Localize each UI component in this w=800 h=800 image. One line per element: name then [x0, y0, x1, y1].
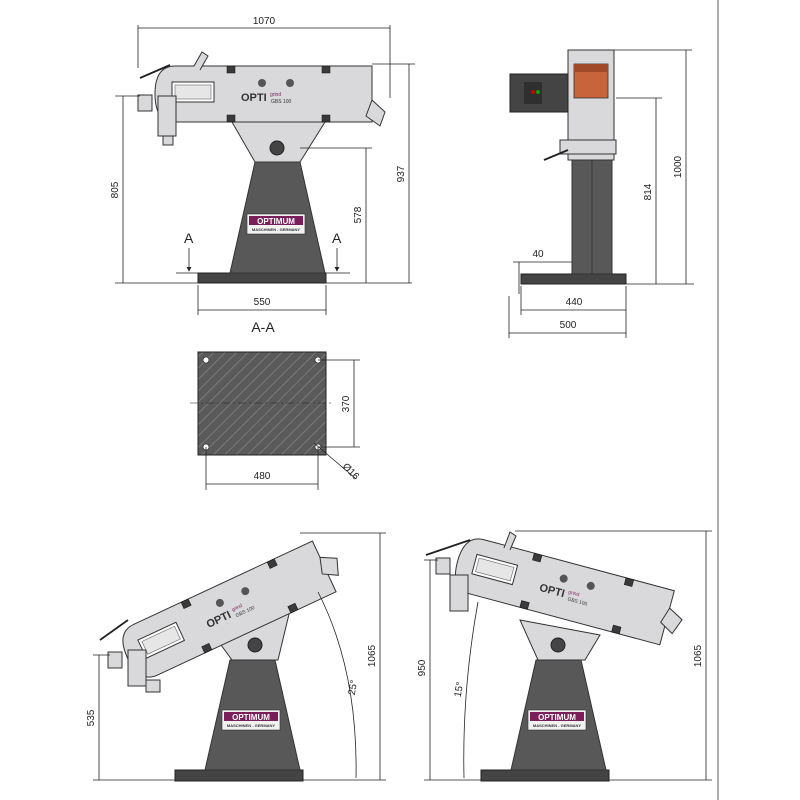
tilted-view-15: OPTIMUM MASCHINEN - GERMANY OPTI grind G… — [417, 530, 712, 782]
front-belt-guard — [157, 95, 177, 137]
dim-side-overall: 1000 — [673, 155, 684, 178]
tilt15-brand-model: GBS 100 — [567, 596, 588, 607]
tilt15-brand-grind: grind — [568, 589, 581, 598]
side-base-plate — [520, 273, 627, 285]
dim-tilt15-low: 950 — [417, 659, 428, 676]
dim-tilt15-angle: 15° — [453, 681, 466, 698]
section-base-plate — [197, 351, 327, 456]
tilt15-nameplate: OPTIMUM MASCHINEN - GERMANY — [527, 709, 587, 731]
tilt25-plate-title: OPTIMUM — [232, 713, 270, 722]
tilt15-plate-subtitle: MASCHINEN - GERMANY — [533, 723, 582, 728]
dim-height-overall: 937 — [396, 165, 407, 182]
tilt25-plate-subtitle: MASCHINEN - GERMANY — [227, 723, 276, 728]
section-hole — [202, 356, 210, 364]
front-outlet — [365, 99, 386, 127]
side-table — [559, 139, 617, 155]
front-view: OPTIMUM MASCHINEN - GERMANY OPTI grind G… — [110, 16, 415, 315]
side-view: 1000 814 40 440 500 — [508, 49, 694, 338]
tilt15-base-plate — [480, 769, 610, 782]
tilt25-brand-grind: grind — [231, 603, 244, 613]
section-title: A-A — [251, 319, 275, 335]
dim-side-axis: 814 — [643, 183, 654, 200]
dim-height-table: 578 — [353, 206, 364, 223]
dim-base-inner: 440 — [566, 297, 583, 308]
dim-base-outer: 500 — [560, 320, 577, 331]
tilt25-base-plate — [174, 769, 304, 782]
dim-tilt25-overall: 1065 — [367, 644, 378, 667]
section-marker-right: A — [332, 230, 342, 246]
dim-tilt25-angle: 25° — [347, 679, 360, 696]
section-view: A-A 370 480 Ø16 — [190, 319, 361, 490]
front-brand-grind: grind — [270, 92, 281, 98]
dim-tilt25-low: 535 — [86, 709, 97, 726]
front-base-plate — [197, 272, 327, 284]
section-marker-left: A — [184, 230, 194, 246]
front-nameplate: OPTIMUM MASCHINEN - GERMANY — [246, 213, 306, 235]
tilted-view-25: OPTIMUM MASCHINEN - GERMANY OPTI grind G… — [86, 532, 386, 782]
dim-tilt15-overall: 1065 — [693, 644, 704, 667]
side-lever — [543, 149, 569, 161]
front-plate-subtitle: MASCHINEN - GERMANY — [252, 227, 301, 232]
front-tension-lever — [139, 64, 171, 79]
dim-base-width: 550 — [254, 297, 271, 308]
dim-hole-diameter: Ø16 — [340, 461, 361, 482]
dim-section-depth: 370 — [341, 395, 352, 412]
tilt25-nameplate: OPTIMUM MASCHINEN - GERMANY — [221, 709, 281, 731]
front-brand-opti: OPTI — [241, 92, 267, 104]
dim-width-total: 1070 — [253, 16, 276, 27]
dim-height-belt: 805 — [110, 181, 121, 198]
tilt15-plate-title: OPTIMUM — [538, 713, 576, 722]
dim-foot-height: 40 — [532, 249, 544, 260]
front-knob — [269, 140, 285, 156]
front-table-clamp — [137, 94, 153, 112]
dim-section-width: 480 — [254, 471, 271, 482]
front-brand-model: GBS 100 — [271, 99, 292, 105]
front-plate-title: OPTIMUM — [257, 217, 295, 226]
